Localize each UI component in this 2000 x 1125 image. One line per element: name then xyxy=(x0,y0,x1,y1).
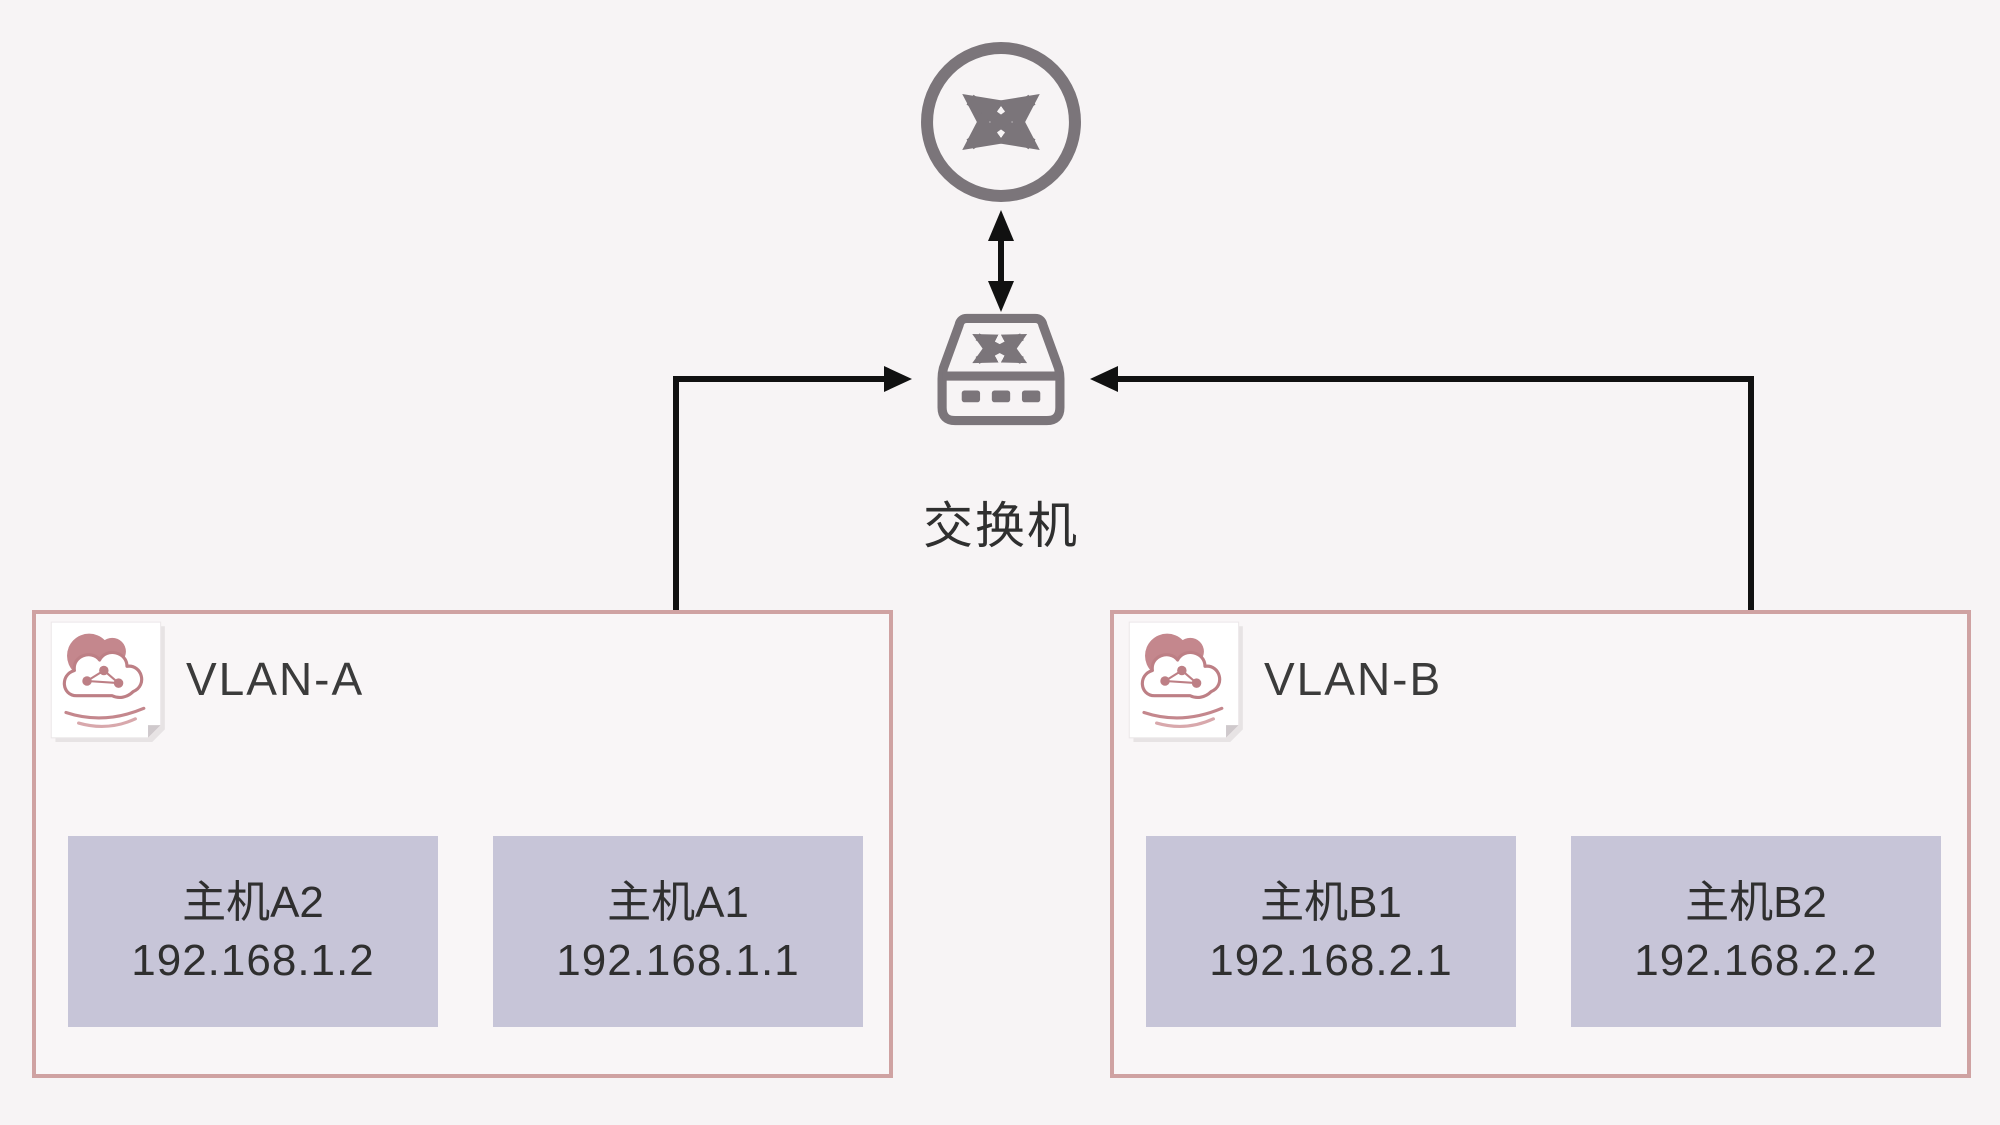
cloud-network-icon xyxy=(48,620,166,742)
host-name: 主机A1 xyxy=(607,877,749,927)
host-ip: 192.168.2.1 xyxy=(1209,935,1453,985)
host-a1-box: 主机A1 192.168.1.1 xyxy=(493,836,863,1027)
host-ip: 192.168.1.2 xyxy=(131,935,375,985)
host-name: 主机B1 xyxy=(1260,877,1402,927)
vlan-a-box: VLAN-A 主机A2 192.168.1.2 主机A1 192.168.1.1 xyxy=(32,610,893,1078)
host-ip: 192.168.1.1 xyxy=(556,935,800,985)
host-ip: 192.168.2.2 xyxy=(1634,935,1878,985)
host-a2-box: 主机A2 192.168.1.2 xyxy=(68,836,438,1027)
vlan-b-label: VLAN-B xyxy=(1264,653,1443,705)
host-b1-box: 主机B1 192.168.2.1 xyxy=(1146,836,1516,1027)
host-name: 主机A2 xyxy=(182,877,324,927)
router-switch-double-arrow xyxy=(988,210,1014,312)
router-icon xyxy=(921,42,1081,202)
vlan-b-box: VLAN-B 主机B1 192.168.2.1 主机B2 192.168.2.2 xyxy=(1110,610,1971,1078)
host-name: 主机B2 xyxy=(1685,877,1827,927)
vlan-a-label: VLAN-A xyxy=(186,653,365,705)
switch-icon xyxy=(937,313,1065,426)
cloud-network-icon xyxy=(1126,620,1244,742)
host-b2-box: 主机B2 192.168.2.2 xyxy=(1571,836,1941,1027)
switch-label: 交换机 xyxy=(923,498,1079,554)
